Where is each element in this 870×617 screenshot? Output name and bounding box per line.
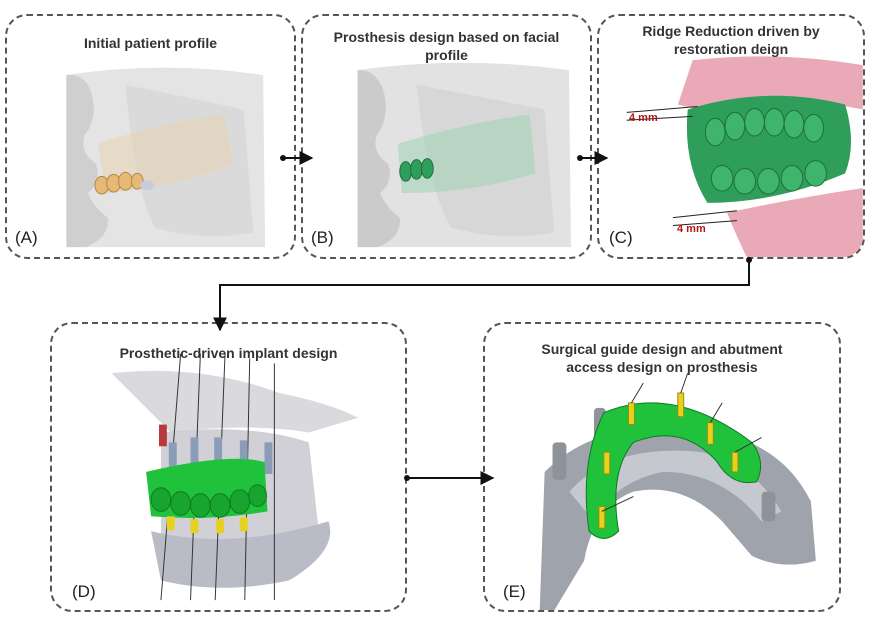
measurement-lower: 4 mm: [677, 223, 706, 235]
panel-e: Surgical guide design and abutment acces…: [483, 322, 841, 612]
panel-c: Ridge Reduction driven by restoration de…: [597, 14, 865, 259]
panel-e-label: (E): [503, 582, 526, 602]
implant-design-image: [52, 324, 405, 610]
panel-a: Initial patient profile (A): [5, 14, 296, 259]
patient-profile-image: [7, 16, 294, 257]
arrow-c-to-d: [220, 257, 752, 330]
panel-e-title: Surgical guide design and abutment acces…: [485, 340, 839, 376]
panel-c-label: (C): [609, 228, 633, 248]
panel-b-title: Prosthesis design based on facial profil…: [303, 28, 590, 64]
panel-d-title: Prosthetic-driven implant design: [52, 344, 405, 362]
panel-a-title: Initial patient profile: [7, 34, 294, 52]
panel-d-label: (D): [72, 582, 96, 602]
panel-d: Prosthetic-driven implant design: [50, 322, 407, 612]
measurement-upper: 4 mm: [629, 112, 658, 124]
panel-b-label: (B): [311, 228, 334, 248]
arrow-d-to-e: [404, 475, 493, 481]
panel-b: Prosthesis design based on facial profil…: [301, 14, 592, 259]
panel-a-label: (A): [15, 228, 38, 248]
panel-c-title: Ridge Reduction driven by restoration de…: [599, 22, 863, 58]
